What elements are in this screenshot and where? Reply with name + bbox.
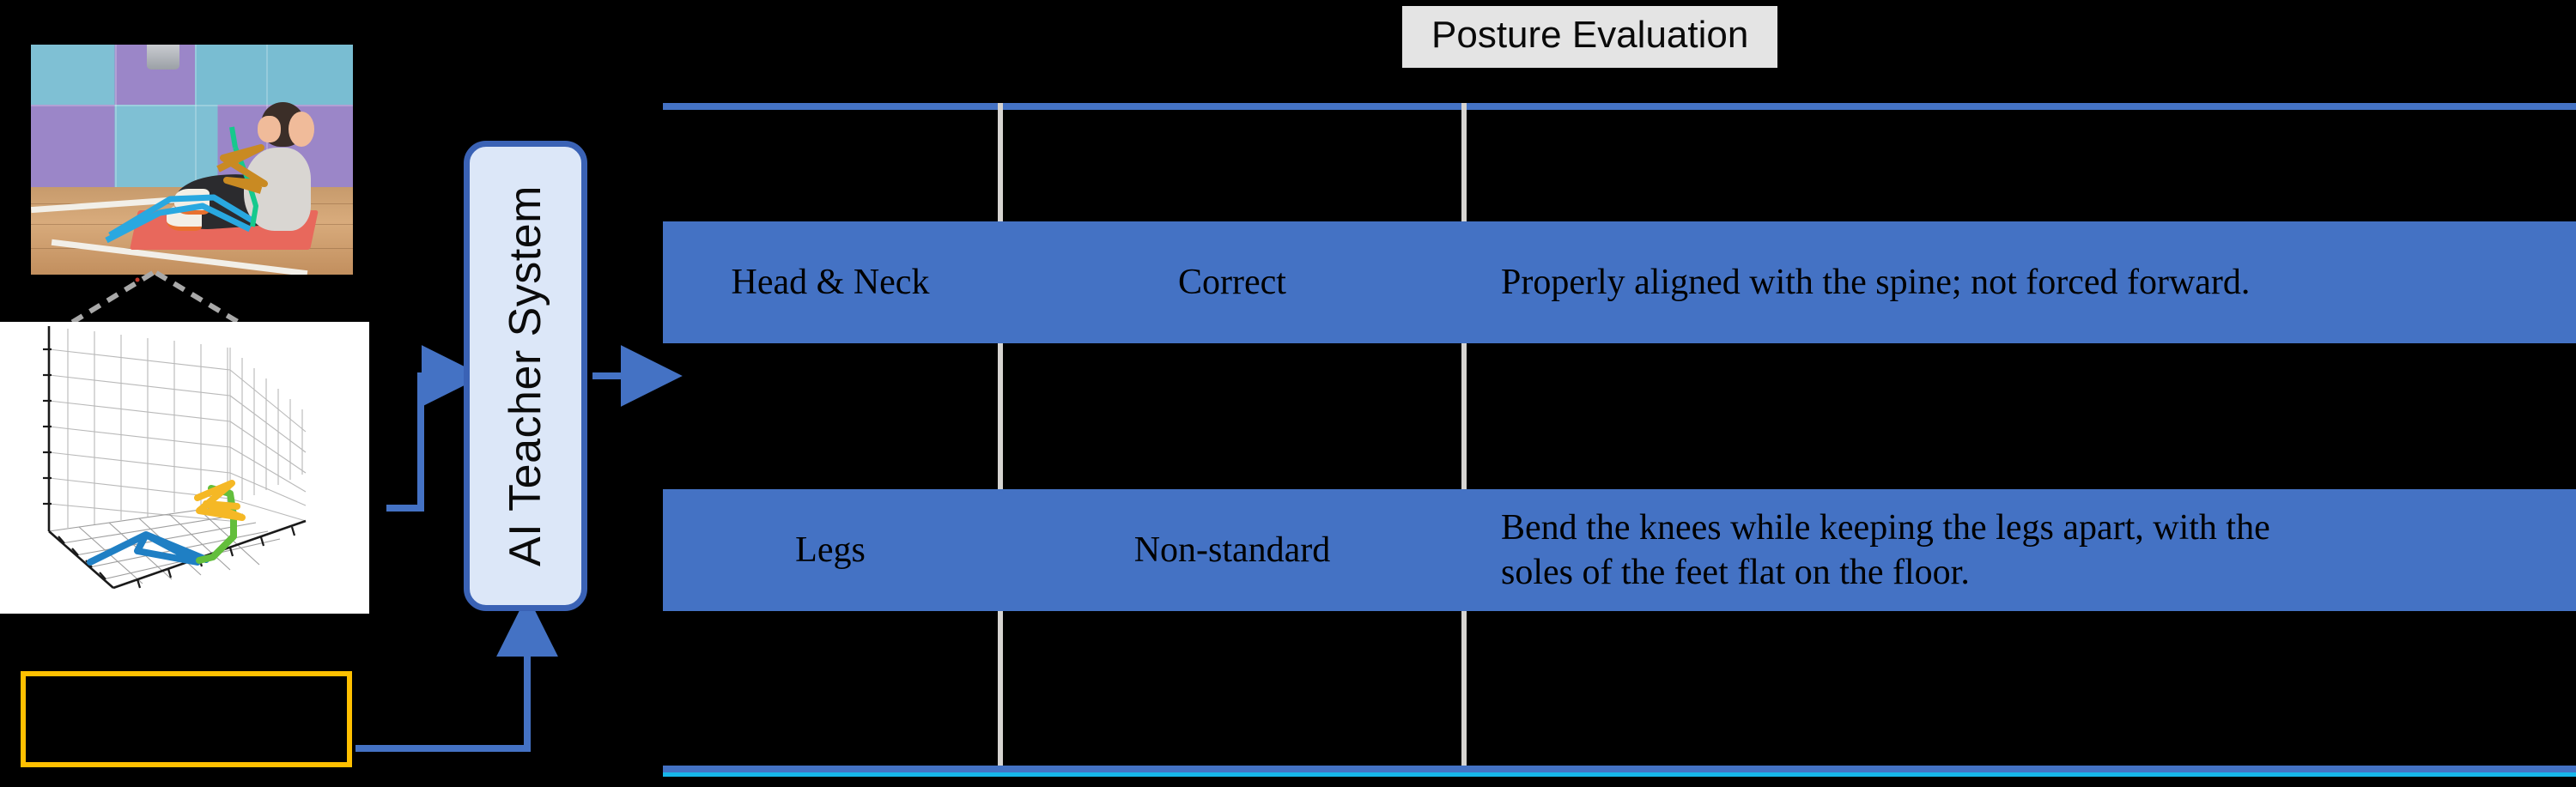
cell-text: Properly aligned with the spine; not for… <box>1501 262 2251 302</box>
reference-standard-box <box>21 671 352 767</box>
posture-evaluation-table: Head & Neck Correct Properly aligned wit… <box>663 103 2576 781</box>
status-badge: Correct <box>1178 263 1286 302</box>
plot-series-legs <box>87 531 210 566</box>
arrow-plot-to-ai <box>386 345 483 512</box>
table-cell-body-part: Legs <box>663 489 998 611</box>
pose-skeleton-overlay <box>105 126 268 244</box>
table-top-rule <box>663 103 2576 110</box>
status-badge: Non-standard <box>1133 530 1331 570</box>
ai-teacher-system-label: AI Teacher System <box>501 185 550 566</box>
table-cell-status: Correct <box>1003 221 1461 343</box>
ai-teacher-system-box[interactable]: AI Teacher System <box>464 141 587 611</box>
cell-text-line2: soles of the feet flat on the floor. <box>1501 553 1970 592</box>
wall-seam <box>195 45 197 275</box>
arrow-reference-to-ai <box>355 595 558 752</box>
table-row[interactable]: Legs Non-standard Bend the knees while k… <box>663 489 2576 611</box>
plot-series-spine <box>196 485 237 564</box>
ceiling-light-icon <box>147 45 179 70</box>
cell-text: Head & Neck <box>731 263 930 302</box>
table-bottom-rule <box>663 766 2576 772</box>
table-cell-status: Non-standard <box>1003 489 1461 611</box>
table-row[interactable]: Head & Neck Correct Properly aligned wit… <box>663 221 2576 343</box>
3d-skeleton-pose-plot <box>0 322 369 614</box>
table-cell-description: Properly aligned with the spine; not for… <box>1467 221 2576 343</box>
wall-seam <box>31 104 353 106</box>
pose-plot-svg <box>43 326 307 590</box>
table-column-divider-1 <box>998 103 1003 772</box>
wall-seam <box>114 45 117 275</box>
table-column-divider-2 <box>1461 103 1467 772</box>
sit-up-exercise-video-frame <box>31 45 353 275</box>
cell-text: Legs <box>795 530 866 570</box>
plot-series-arms <box>194 480 246 521</box>
table-cell-body-part: Head & Neck <box>663 221 998 343</box>
table-bottom-accent-rule <box>663 772 2576 777</box>
page-title: Posture Evaluation <box>1402 6 1778 68</box>
table-cell-description: Bend the knees while keeping the legs ap… <box>1467 489 2576 611</box>
cell-text-line1: Bend the knees while keeping the legs ap… <box>1501 507 2270 548</box>
